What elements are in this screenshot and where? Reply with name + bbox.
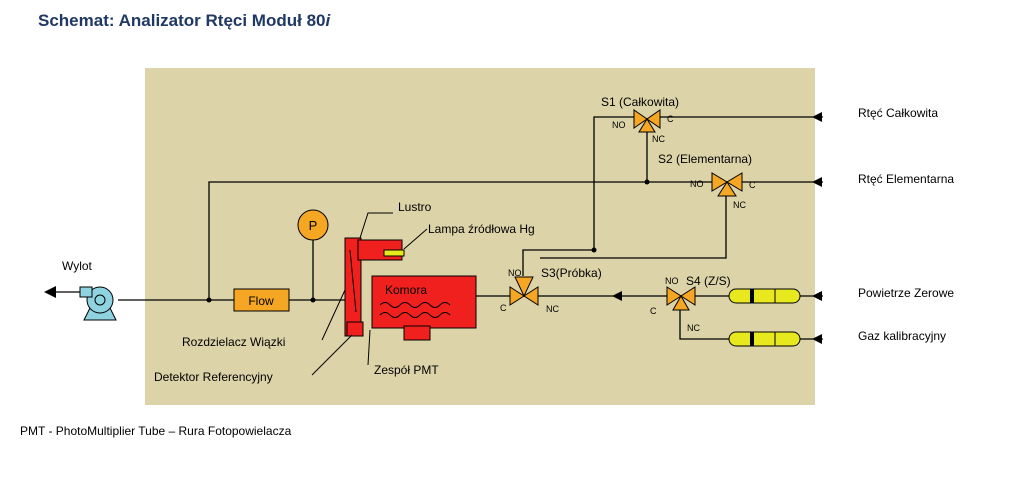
valve-s3[interactable] bbox=[509, 276, 539, 306]
valve-s4-c: C bbox=[650, 306, 657, 316]
input-cal-gas-label: Gaz kalibracyjny bbox=[858, 329, 946, 343]
valve-s2-c: C bbox=[749, 180, 756, 190]
pmt-block bbox=[403, 325, 431, 341]
lamp bbox=[383, 249, 405, 257]
mirror-label: Lustro bbox=[398, 200, 432, 214]
valve-s1-no: NO bbox=[612, 120, 626, 130]
pressure-label: P bbox=[309, 218, 318, 233]
pump-icon bbox=[79, 286, 117, 321]
junctions bbox=[206, 179, 650, 303]
page-title: Schemat: Analizator Rtęci Moduł 80i bbox=[38, 11, 330, 31]
title-main: Schemat: Analizator Rtęci Moduł 80 bbox=[38, 11, 326, 30]
valve-s4-name: S4 (Z/S) bbox=[686, 274, 731, 288]
valve-s3-c: C bbox=[500, 303, 507, 313]
pmt-label: Zespół PMT bbox=[374, 363, 439, 377]
valve-s1-c: C bbox=[667, 114, 674, 124]
ref-detector-block bbox=[346, 321, 364, 337]
chamber bbox=[371, 275, 477, 329]
module-panel bbox=[145, 68, 815, 405]
title-suffix: i bbox=[325, 11, 331, 30]
chamber-label: Komora bbox=[385, 283, 427, 297]
footnote: PMT - PhotoMultiplier Tube – Rura Fotopo… bbox=[20, 424, 292, 438]
valve-s2-nc: NC bbox=[733, 200, 746, 210]
valve-s2[interactable] bbox=[711, 172, 743, 197]
valve-s4[interactable] bbox=[666, 286, 696, 311]
lamp-label: Lampa źródłowa Hg bbox=[428, 222, 535, 236]
pressure-sensor bbox=[297, 209, 329, 241]
valve-s4-nc: NC bbox=[687, 323, 700, 333]
valve-s1[interactable] bbox=[633, 109, 661, 133]
filter-cal-gas bbox=[728, 331, 801, 347]
outlet-label: Wylot bbox=[62, 259, 93, 273]
valve-s3-no: NO bbox=[508, 268, 522, 278]
splitter-label: Rozdzielacz Wiązki bbox=[182, 335, 285, 349]
flow-meter bbox=[233, 288, 290, 312]
ref-detector-label: Detektor Referencyjny bbox=[154, 370, 273, 384]
input-zero-air-label: Powietrze Zerowe bbox=[858, 286, 954, 300]
input-elemental-label: Rtęć Elementarna bbox=[858, 172, 954, 186]
flow-label: Flow bbox=[248, 294, 274, 308]
input-total-label: Rtęć Całkowita bbox=[858, 106, 938, 120]
valve-s3-name: S3(Próbka) bbox=[541, 266, 602, 280]
valve-s2-no: NO bbox=[690, 179, 704, 189]
optical-bench bbox=[344, 237, 477, 341]
valve-s3-nc: NC bbox=[546, 304, 559, 314]
valve-s1-name: S1 (Całkowita) bbox=[601, 95, 679, 109]
valve-s2-name: S2 (Elementarna) bbox=[658, 152, 752, 166]
flow-arrows bbox=[44, 112, 822, 344]
filter-zero-air bbox=[728, 288, 801, 304]
valve-s1-nc: NC bbox=[652, 134, 665, 144]
valve-s4-no: NO bbox=[665, 276, 679, 286]
leader-lines bbox=[311, 212, 428, 376]
